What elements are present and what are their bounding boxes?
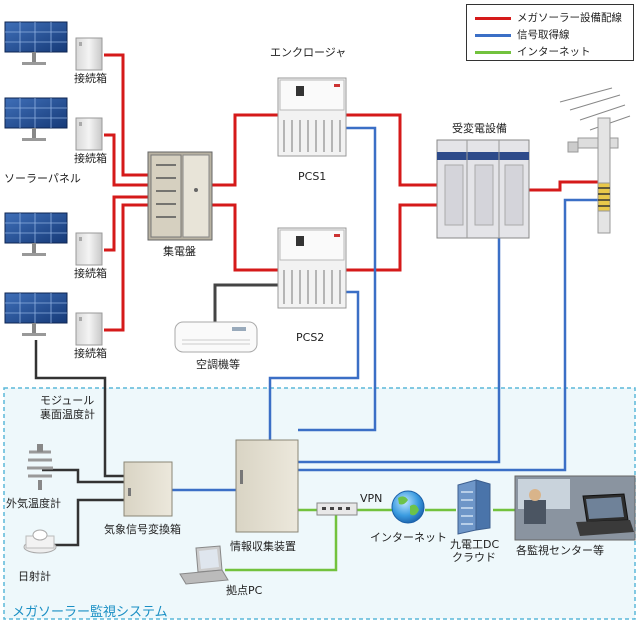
vpn-label: VPN xyxy=(360,492,383,505)
junction-box-label-3: 接続箱 xyxy=(74,267,107,280)
junction-box-label-2: 接続箱 xyxy=(74,152,107,165)
legend-label-signal: 信号取得線 xyxy=(517,29,570,41)
substation-label: 受変電設備 xyxy=(452,122,507,135)
pcs2-label: PCS2 xyxy=(296,331,325,344)
air-conditioner-label: 空調機等 xyxy=(196,358,240,371)
cloud-label-line1: 九電工DC xyxy=(450,538,500,551)
weather-converter-label: 気象信号変換箱 xyxy=(104,523,181,536)
junction-box-label-1: 接続箱 xyxy=(74,72,107,85)
pcs1-unit xyxy=(277,77,347,157)
collector-panel-label: 集電盤 xyxy=(163,245,196,258)
module-temp-label-line1: モジュール xyxy=(40,394,95,407)
base-pc-laptop xyxy=(179,545,229,585)
legend-item-internet: インターネット xyxy=(475,44,591,58)
collector-panel xyxy=(147,151,213,241)
internet-lines xyxy=(225,508,516,572)
substation-equipment xyxy=(436,139,530,239)
weather-signal-converter xyxy=(123,461,173,517)
system-title: メガソーラー監視システム xyxy=(12,605,168,620)
legend-label-internet: インターネット xyxy=(517,46,591,58)
pcs1-label: PCS1 xyxy=(298,170,327,183)
internet-globe xyxy=(391,490,425,524)
legend-label-power: メガソーラー設備配線 xyxy=(517,12,622,24)
internet-label: インターネット xyxy=(370,531,447,544)
cloud-label-line2: クラウド xyxy=(452,551,496,564)
pyranometer-device xyxy=(23,529,57,554)
junction-box-2 xyxy=(75,117,103,151)
pyranometer-label: 日射計 xyxy=(18,570,51,583)
pcs2-unit xyxy=(277,227,347,309)
legend-box: メガソーラー設備配線 信号取得線 インターネット xyxy=(466,4,634,61)
junction-box-label-4: 接続箱 xyxy=(74,347,107,360)
legend-item-power: メガソーラー設備配線 xyxy=(475,10,622,24)
solar-panel-2 xyxy=(4,97,68,141)
enclosure-label: エンクロージャ xyxy=(270,46,347,59)
monitoring-centers-label: 各監視センター等 xyxy=(516,544,604,557)
legend-swatch-signal xyxy=(475,33,511,37)
base-pc-label: 拠点PC xyxy=(226,584,263,597)
monitoring-center-photo xyxy=(514,475,636,541)
junction-box-3 xyxy=(75,232,103,266)
outside-temperature-sensor xyxy=(27,444,53,490)
data-collector-label: 情報収集装置 xyxy=(230,540,296,553)
cloud-datacenter-building xyxy=(457,479,491,535)
outside-temp-label: 外気温度計 xyxy=(6,497,61,510)
solar-panel-3 xyxy=(4,212,68,256)
solar-panel-label: ソーラーパネル xyxy=(4,172,81,185)
air-conditioner xyxy=(174,321,258,353)
aircon-control-line xyxy=(213,283,290,330)
junction-box-4 xyxy=(75,312,103,346)
junction-box-1 xyxy=(75,37,103,71)
network-hub xyxy=(316,502,358,516)
legend-item-signal: 信号取得線 xyxy=(475,27,570,41)
solar-panel-1 xyxy=(4,21,68,65)
module-temp-label-line2: 裏面温度計 xyxy=(40,408,95,421)
legend-swatch-power xyxy=(475,16,511,20)
sensor-lines xyxy=(34,340,126,547)
solar-panel-4 xyxy=(4,292,68,336)
legend-swatch-internet xyxy=(475,50,511,54)
utility-pole xyxy=(559,87,631,234)
data-collection-device xyxy=(235,439,299,533)
power-wiring xyxy=(104,53,605,332)
